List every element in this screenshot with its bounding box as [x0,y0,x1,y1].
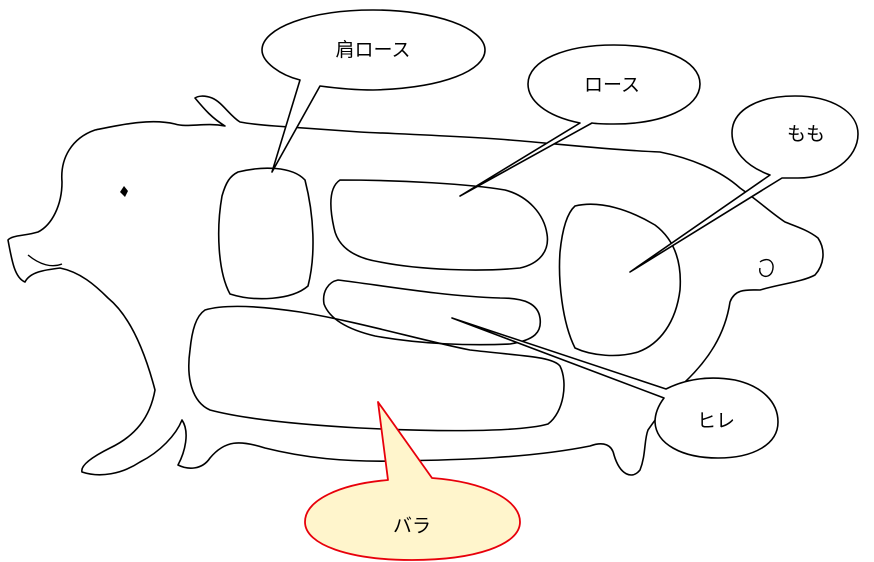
callout-loin-label: ロース [584,74,640,96]
pig-eye [120,186,128,197]
pig-body-outline [7,95,824,476]
callout-loin-bubble [459,44,701,197]
cut-tenderloin-region [322,279,542,346]
callout-belly-label: バラ [393,515,431,537]
callout-tenderloin-bubble [451,317,779,459]
cut-loin-region [330,179,549,271]
callout-belly-bubble [304,401,521,561]
callout-tenderloin-label: ヒレ [697,410,735,432]
callout-shoulder-loin-label: 肩ロース [335,39,410,61]
callout-ham-bubble [629,95,859,273]
pig-mouth-line [27,254,63,267]
cut-ham-region [558,203,682,357]
callout-shoulder-loin-bubble [261,9,486,173]
cut-shoulder-loin-region [217,167,314,300]
cut-belly-region [188,305,565,432]
pig-tail [759,258,774,278]
callout-ham-label: もも [787,123,825,145]
